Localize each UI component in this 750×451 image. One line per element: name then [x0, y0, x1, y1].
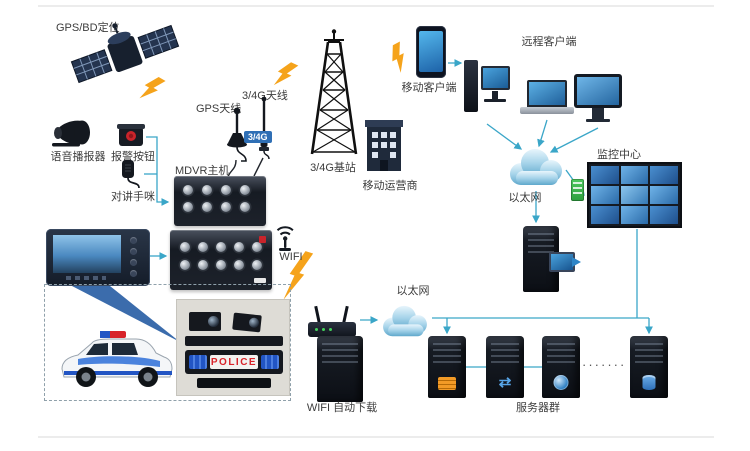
top-rule [38, 5, 714, 7]
dashed-callout-box [44, 284, 291, 401]
camera-base [197, 378, 271, 388]
label-gps-bd: GPS/BD定位 [56, 22, 120, 34]
connector-port-icon [183, 185, 193, 195]
label-gps-antenna: GPS天线 [196, 103, 242, 115]
connector-port-icon [234, 260, 244, 270]
connector-port-icon [202, 185, 212, 195]
white-sticker [254, 278, 266, 283]
firewall-icon [438, 377, 456, 390]
camera-unit-image: POLICE [176, 299, 290, 396]
connector-port-icon [240, 202, 250, 212]
lte-antenna-icon [256, 96, 272, 160]
ethernet-cloud-bottom [378, 301, 432, 341]
connector-port-icon [198, 242, 208, 252]
wireless-router-icon [306, 305, 358, 338]
label-mdvr-host: MDVR主机 [175, 165, 230, 177]
globe-icon [553, 375, 569, 390]
label-mobile-operator: 移动运营商 [362, 180, 418, 192]
green-switch-icon [571, 179, 584, 201]
bottom-rule [38, 436, 714, 438]
lightning-icon [392, 41, 404, 73]
display-out-icon [549, 252, 581, 272]
download-server-icon [317, 336, 363, 402]
connector-port-icon [180, 242, 190, 252]
connector-port-icon [234, 242, 244, 252]
camera-icon [232, 312, 262, 333]
connector-port-icon [240, 185, 250, 195]
car-monitor-icon [46, 229, 150, 286]
label-intercom: 对讲手咪 [111, 191, 155, 203]
camera-icon [189, 312, 221, 331]
label-voice-broadcaster: 语音播报器 [50, 151, 106, 163]
operator-building-icon [364, 116, 404, 172]
label-remote-client: 远程客户端 [521, 36, 577, 48]
connector-port-icon [198, 260, 208, 270]
ethernet-cloud-top [504, 144, 568, 190]
intercom-mic-icon [118, 158, 144, 190]
smartphone-icon [416, 26, 446, 78]
laptop-icon [520, 80, 574, 118]
connector-port-icon [252, 260, 262, 270]
mdvr-unit-bottom [170, 230, 272, 290]
label-mobile-client: 移动客户端 [401, 82, 457, 94]
police-car-image [48, 324, 176, 394]
lightning-icon [273, 62, 299, 86]
satellite-node [64, 12, 186, 96]
label-lte-antenna: 3/4G天线 [242, 90, 288, 102]
database-icon [642, 375, 656, 390]
connector-port-icon [183, 202, 193, 212]
label-monitoring-center: 监控中心 [597, 149, 641, 161]
connector-port-icon [252, 242, 262, 252]
connector-port-icon [180, 260, 190, 270]
satellite-icon [70, 23, 180, 84]
label-base-station: 3/4G基站 [310, 162, 356, 174]
voice-broadcaster-icon [50, 118, 96, 148]
label-server-cluster: 服务器群 [516, 402, 560, 414]
gps-antenna-icon [220, 106, 254, 164]
cluster-server [428, 336, 466, 398]
label-ethernet-bottom: 以太网 [396, 285, 430, 297]
lte-antenna-badge: 3/4G [244, 131, 272, 143]
police-light-bar: POLICE [185, 350, 283, 374]
wifi-icon [272, 224, 298, 252]
cluster-server [542, 336, 580, 398]
red-sticker [259, 236, 266, 243]
connector-port-icon [202, 202, 212, 212]
label-alarm-button: 报警按钮 [111, 151, 155, 163]
mdvr-unit-top [174, 176, 266, 226]
label-wifi-auto-download: WIFI 自动下载 [306, 402, 378, 414]
monitor-icon [574, 74, 622, 126]
mount-bar [185, 336, 283, 346]
label-ethernet-top: 以太网 [508, 192, 542, 204]
connector-port-icon [216, 242, 226, 252]
radio-tower-icon [300, 28, 368, 162]
alarm-button-icon [116, 122, 146, 149]
cluster-server [630, 336, 668, 398]
ellipsis-dots: ······· [582, 357, 627, 372]
label-wifi: WIFI [279, 251, 303, 263]
transfer-arrows-icon: ⇄ [498, 374, 512, 391]
video-wall-icon [587, 162, 682, 228]
connector-port-icon [221, 185, 231, 195]
connector-port-icon [221, 202, 231, 212]
connector-port-icon [216, 260, 226, 270]
desktop-computer-icon [464, 58, 510, 122]
cluster-server: ⇄ [486, 336, 524, 398]
